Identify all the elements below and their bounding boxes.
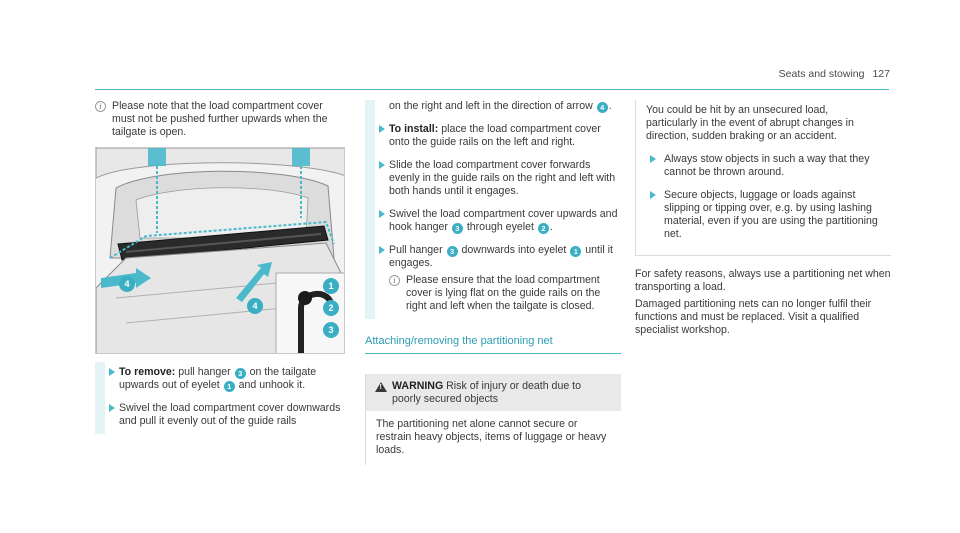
step-arrow-icon bbox=[379, 161, 385, 169]
step-arrow-icon bbox=[650, 191, 656, 199]
step-item: To remove: pull hanger 3 on the tailgate… bbox=[95, 362, 345, 398]
callout-badge: 4 bbox=[119, 276, 135, 292]
note-text: Please note that the load compartment co… bbox=[112, 100, 328, 138]
callout-badge: 1 bbox=[223, 381, 235, 392]
warning-continuation: You could be hit by an unsecured load, p… bbox=[635, 100, 891, 256]
section-name: Seats and stowing bbox=[778, 68, 865, 80]
warning-headline: Risk of injury or death due to poorly se… bbox=[392, 380, 582, 405]
callout-badge: 2 bbox=[537, 223, 549, 234]
step-arrow-icon bbox=[379, 210, 385, 218]
install-steps: on the right and left in the direction o… bbox=[365, 100, 621, 319]
paragraph: Damaged partitioning nets can no longer … bbox=[635, 298, 872, 336]
step-item: Always stow objects in such a way that t… bbox=[646, 147, 881, 183]
step-arrow-icon bbox=[109, 368, 115, 376]
callout-badge: 3 bbox=[451, 223, 463, 234]
step-arrow-icon bbox=[109, 404, 115, 412]
warning-box: WARNING Risk of injury or death due to p… bbox=[365, 374, 621, 465]
trunk-illustration: 4 4 1 2 3 bbox=[95, 147, 345, 354]
page-header: Seats and stowing 127 bbox=[700, 62, 890, 82]
warning-label: WARNING bbox=[392, 380, 444, 392]
info-icon: i bbox=[389, 275, 400, 286]
info-note: i Please ensure that the load compartmen… bbox=[389, 274, 621, 313]
header-rule bbox=[95, 89, 889, 90]
trunk-illustration-svg bbox=[96, 148, 344, 353]
step-arrow-icon bbox=[650, 155, 656, 163]
step-item: Swivel the load compartment cover downwa… bbox=[95, 398, 345, 434]
step-item: Secure objects, luggage or loads against… bbox=[646, 183, 881, 245]
step-arrow-icon bbox=[379, 125, 385, 133]
callout-badge: 3 bbox=[323, 322, 339, 338]
warning-body: The partitioning net alone cannot secure… bbox=[376, 418, 607, 456]
step-arrow-icon bbox=[379, 246, 385, 254]
warning-header: WARNING Risk of injury or death due to p… bbox=[366, 374, 621, 411]
running-head: Seats and stowing 127 bbox=[779, 68, 890, 81]
step-item: Slide the load compartment cover forward… bbox=[365, 155, 621, 204]
page-number: 127 bbox=[872, 68, 890, 80]
remove-steps: To remove: pull hanger 3 on the tailgate… bbox=[95, 362, 345, 434]
callout-badge: 3 bbox=[446, 246, 458, 257]
info-note: i Please note that the load compartment … bbox=[95, 100, 345, 139]
callout-badge: 1 bbox=[570, 246, 582, 257]
step-item: Swivel the load compartment cover upward… bbox=[365, 204, 621, 240]
callout-badge: 4 bbox=[247, 298, 263, 314]
column-2: on the right and left in the direction o… bbox=[365, 100, 621, 465]
warning-icon bbox=[375, 382, 387, 392]
warning-text: You could be hit by an unsecured load, p… bbox=[646, 104, 854, 142]
callout-badge: 2 bbox=[323, 300, 339, 316]
step-continuation: on the right and left in the direction o… bbox=[389, 100, 612, 113]
info-icon: i bbox=[95, 101, 106, 112]
column-1: i Please note that the load compartment … bbox=[95, 100, 345, 434]
column-3: You could be hit by an unsecured load, p… bbox=[635, 100, 891, 341]
callout-badge: 4 bbox=[596, 102, 608, 113]
paragraph: For safety reasons, always use a partiti… bbox=[635, 268, 891, 293]
step-item: To install: place the load compartment c… bbox=[365, 119, 621, 155]
step-item: Pull hanger 3 downwards into eyelet 1 un… bbox=[365, 240, 621, 319]
section-title: Attaching/removing the partitioning net bbox=[365, 335, 621, 354]
callout-badge: 3 bbox=[234, 368, 246, 379]
callout-badge: 1 bbox=[323, 278, 339, 294]
